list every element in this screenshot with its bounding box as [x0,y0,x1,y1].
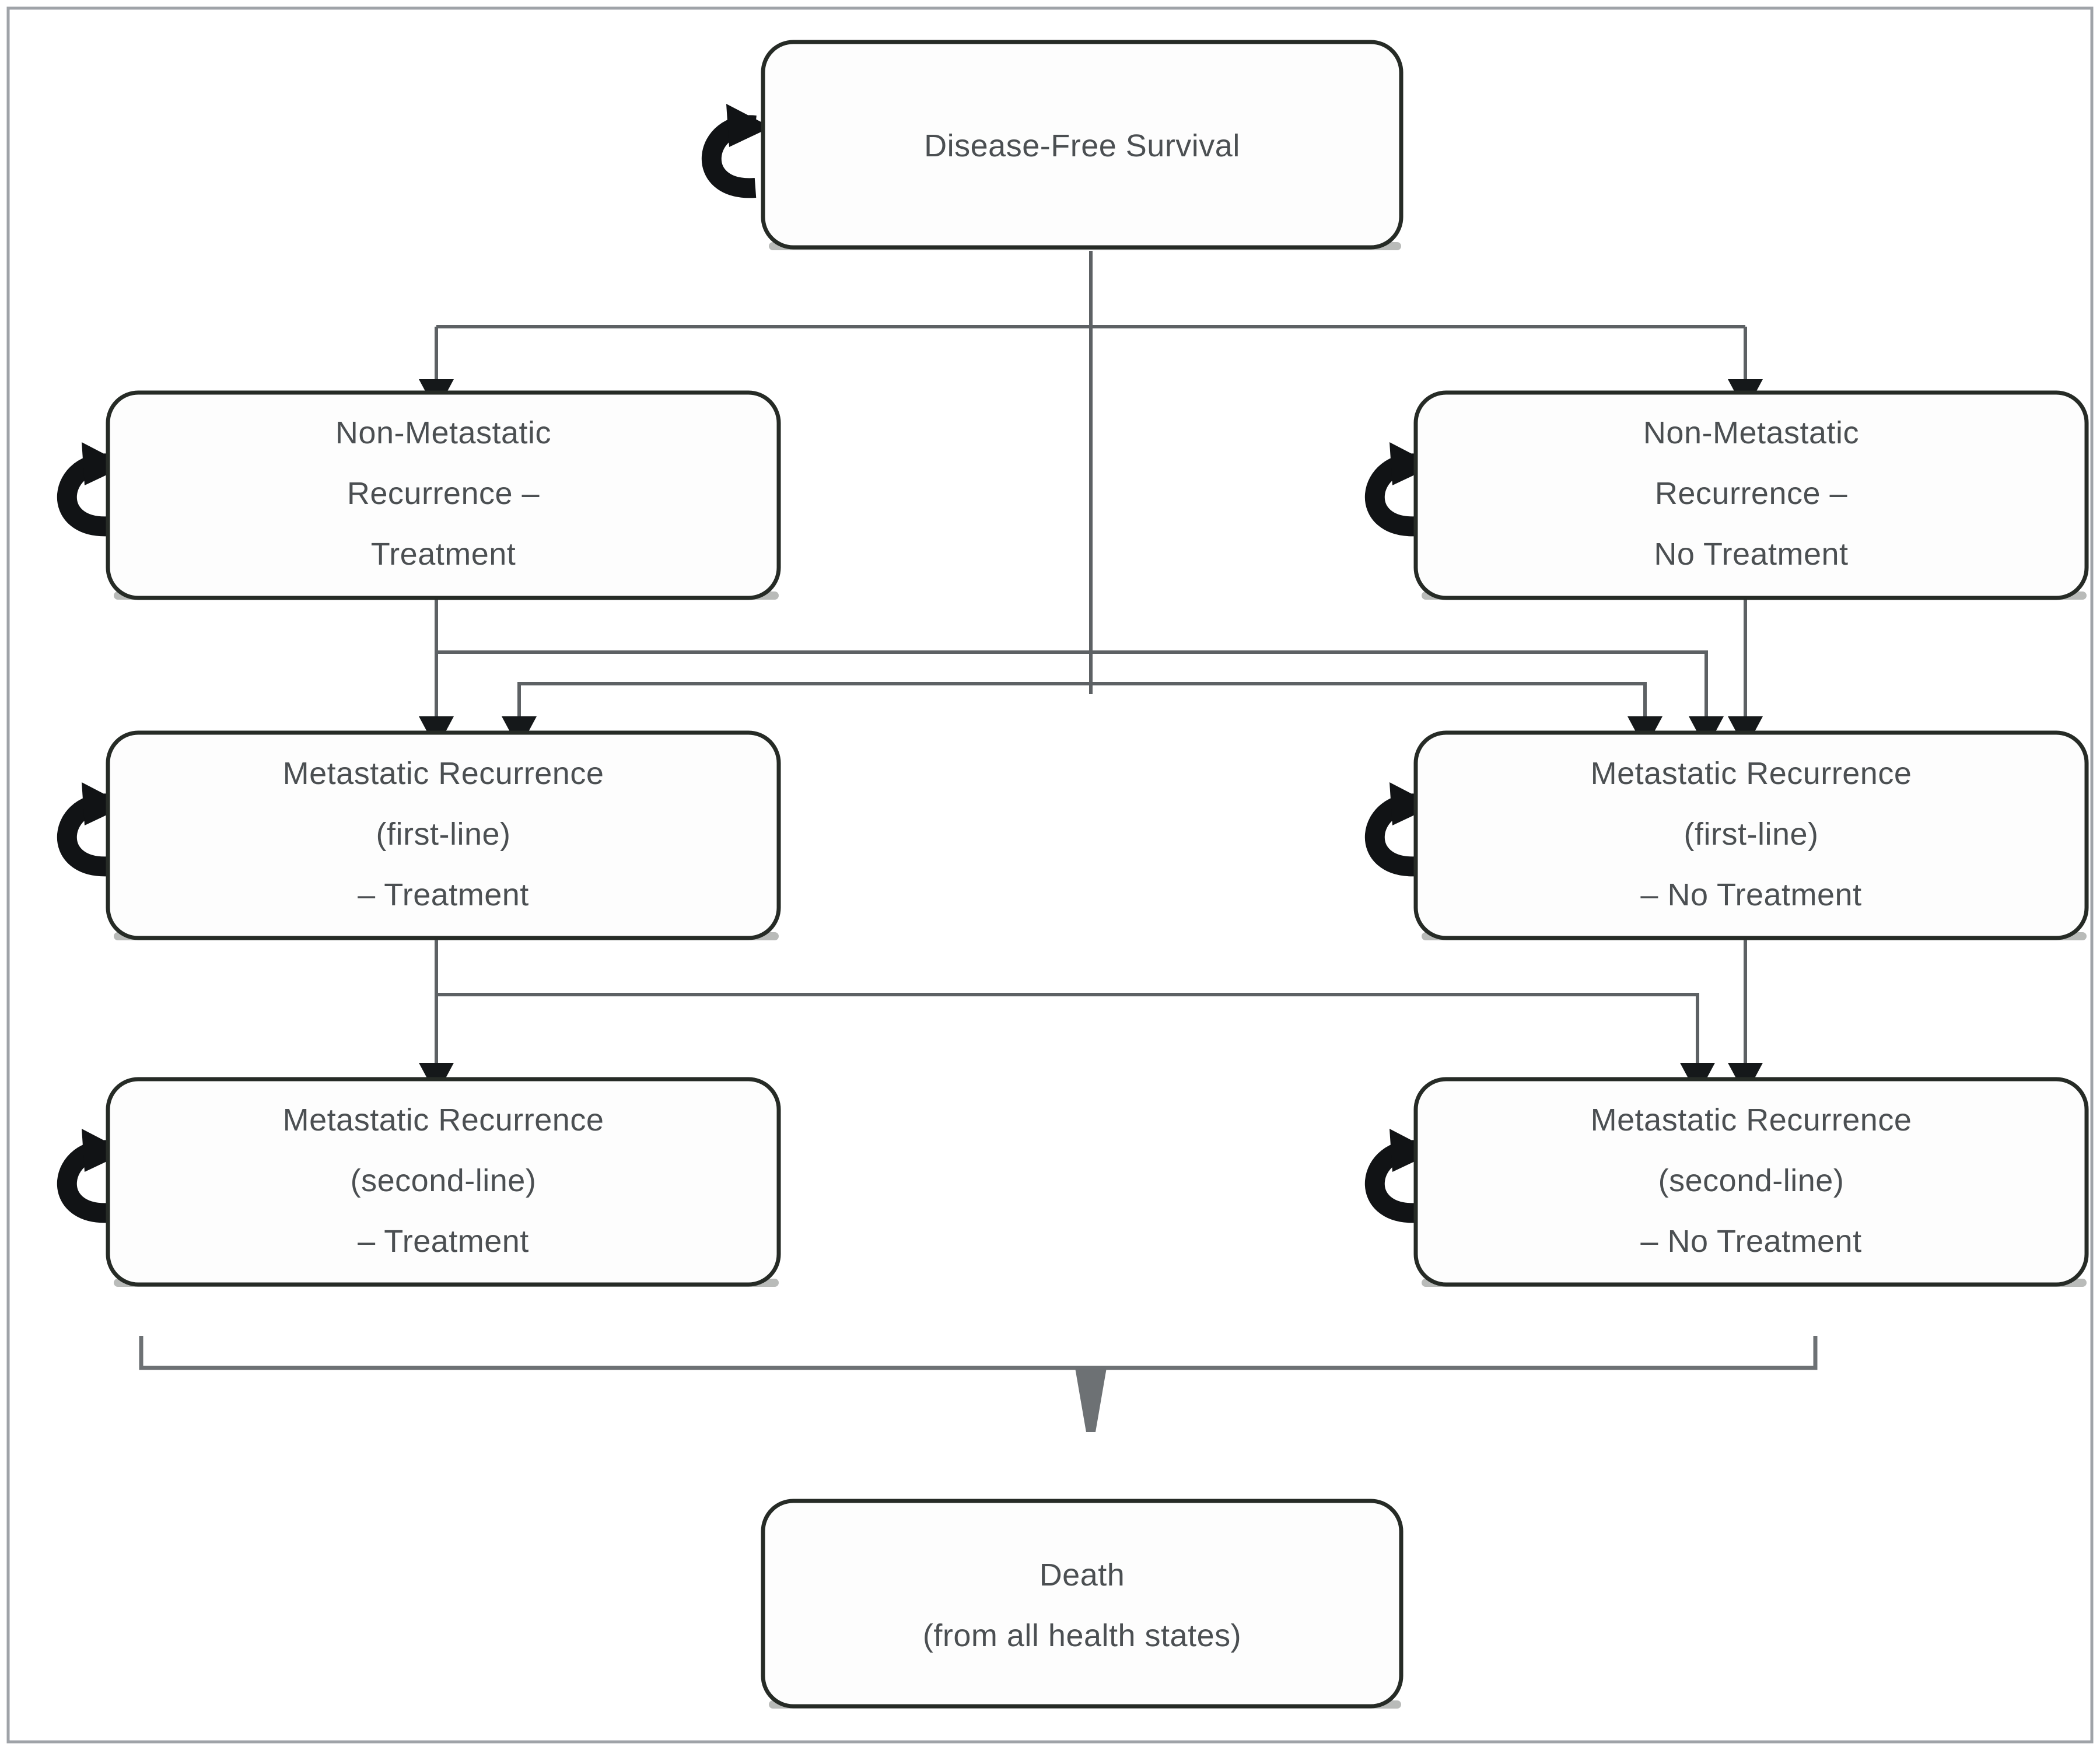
self-loop-metastatic-recurrence-first-line-treatment [57,782,127,877]
node-non-metastatic-recurrence-no-treatment[interactable]: Non-Metastatic Recurrence – No Treatment [1413,390,2089,600]
bracket-all-health-states-to-death [139,1336,1818,1370]
node-label-mr2-treatment-line2: (second-line) [351,1163,537,1198]
node-label-death-line2: (from all health states) [923,1618,1241,1653]
node-label-mr2-no-treatment-line2: (second-line) [1658,1163,1845,1198]
node-label-mr1-no-treatment-line3: – No Treatment [1640,877,1861,912]
self-loop-non-metastatic-recurrence-no-treatment [1364,442,1434,537]
node-label-mr2-treatment-line1: Metastatic Recurrence [283,1102,604,1138]
node-label-nmr-no-treatment-line3: No Treatment [1654,537,1848,572]
self-loop-layer [57,104,1434,1223]
self-loop-metastatic-recurrence-first-line-no-treatment [1364,782,1434,877]
self-loop-metastatic-recurrence-second-line-no-treatment [1364,1129,1434,1223]
node-non-metastatic-recurrence-treatment[interactable]: Non-Metastatic Recurrence – Treatment [106,390,781,600]
node-label-disease-free-survival: Disease-Free Survival [924,128,1240,163]
node-label-nmr-treatment-line1: Non-Metastatic [335,415,551,450]
node-label-mr2-no-treatment-line1: Metastatic Recurrence [1591,1102,1912,1138]
node-metastatic-recurrence-second-line-treatment[interactable]: Metastatic Recurrence (second-line) – Tr… [106,1077,781,1287]
node-metastatic-recurrence-second-line-no-treatment[interactable]: Metastatic Recurrence (second-line) – No… [1413,1077,2089,1287]
connector-nmr-treatment-to-mr1-no-treatment [436,650,1708,718]
node-label-nmr-no-treatment-line1: Non-Metastatic [1643,415,1859,450]
node-metastatic-recurrence-first-line-no-treatment[interactable]: Metastatic Recurrence (first-line) – No … [1413,730,2089,940]
diagram-frame [6,6,2094,1744]
node-label-mr2-treatment-line3: – Treatment [358,1224,529,1259]
node-label-nmr-no-treatment-line2: Recurrence – [1655,476,1847,511]
self-loop-metastatic-recurrence-second-line-treatment [57,1129,127,1223]
node-label-mr1-treatment-line3: – Treatment [358,877,529,912]
node-label-mr1-treatment-line1: Metastatic Recurrence [283,756,604,791]
connector-nmr-no-treatment-to-mr1-treatment [517,682,1647,718]
bracket-stem-to-death [1075,1368,1107,1432]
node-label-mr1-no-treatment-line1: Metastatic Recurrence [1591,756,1912,791]
node-death[interactable]: Death (from all health states) [761,1499,1404,1709]
self-loop-non-metastatic-recurrence-treatment [57,442,127,537]
node-metastatic-recurrence-first-line-treatment[interactable]: Metastatic Recurrence (first-line) – Tre… [106,730,781,940]
node-label-mr1-treatment-line2: (first-line) [376,817,511,852]
node-label-mr2-no-treatment-line3: – No Treatment [1640,1224,1861,1259]
node-label-death-line1: Death [1040,1558,1125,1592]
connector-mr1-treatment-to-mr2-no-treatment [436,993,1699,1065]
self-loop-disease-free-survival [701,104,771,198]
node-label-nmr-treatment-line2: Recurrence – [347,476,540,511]
node-label-nmr-treatment-line3: Treatment [371,537,516,572]
node-label-mr1-no-treatment-line2: (first-line) [1684,817,1819,852]
node-disease-free-survival[interactable]: Disease-Free Survival [761,40,1404,250]
